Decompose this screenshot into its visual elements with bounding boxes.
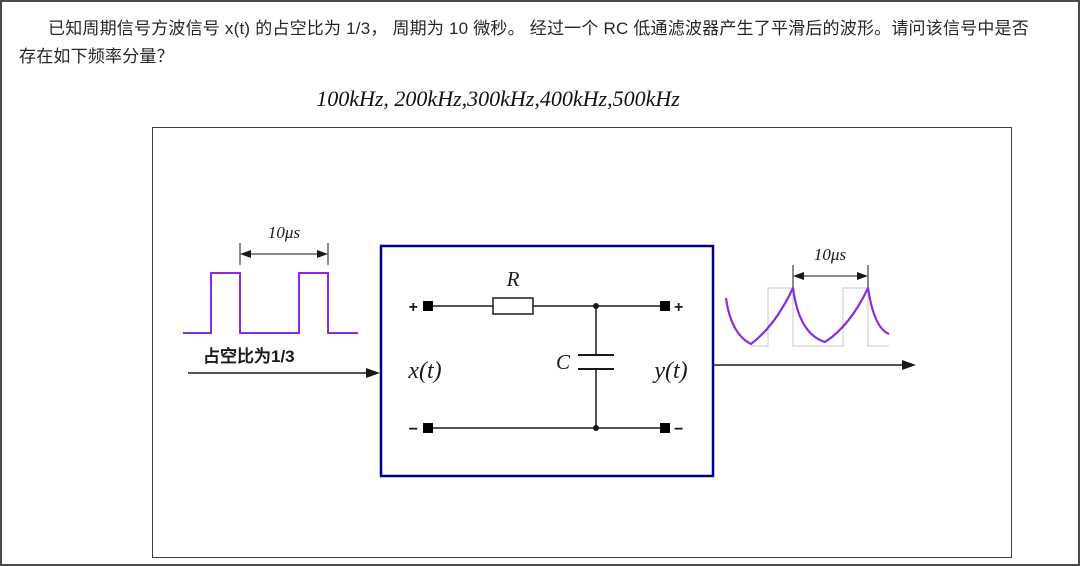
output-smoothed-wave xyxy=(724,286,890,346)
polarity-plus-right: + xyxy=(674,299,683,316)
output-arrowhead xyxy=(902,360,916,370)
polarity-minus-right: − xyxy=(674,421,683,438)
terminal-bottom-right xyxy=(660,423,670,433)
input-square-wave xyxy=(183,272,358,334)
question-line-1: 已知周期信号方波信号 x(t) 的占空比为 1/3， 周期为 10 微秒。 经过… xyxy=(48,19,1029,38)
measure-arrowhead-left xyxy=(793,272,804,280)
terminal-top-right xyxy=(660,301,670,311)
diagram-box: 10μs 占空比为1/3 R + + − − xyxy=(152,127,1012,558)
polarity-minus-left: − xyxy=(409,421,418,438)
output-period-measure xyxy=(792,265,869,287)
output-signal-label: y(t) xyxy=(652,358,687,384)
measure-arrowhead-left xyxy=(240,250,251,258)
circuit-diagram: 10μs 占空比为1/3 R + + − − xyxy=(183,223,916,478)
input-period-measure xyxy=(239,243,329,265)
resistor-body xyxy=(492,297,534,315)
input-signal-label: x(t) xyxy=(407,358,441,384)
measure-arrowhead-right xyxy=(317,250,328,258)
measure-arrowhead-right xyxy=(857,272,868,280)
junction-bottom xyxy=(593,425,599,431)
frequency-list: 100kHz, 200kHz,300kHz,400kHz,500kHz xyxy=(316,86,680,111)
output-period-label: 10μs xyxy=(814,245,847,264)
resistor-label: R xyxy=(506,267,520,291)
input-arrowhead xyxy=(366,368,380,378)
duty-cycle-label: 占空比为1/3 xyxy=(203,346,295,366)
terminal-bottom-left xyxy=(423,423,433,433)
filter-box xyxy=(379,244,715,478)
terminal-top-left xyxy=(423,301,433,311)
polarity-plus-left: + xyxy=(409,299,418,316)
question-line-2: 存在如下频率分量？ xyxy=(19,47,174,66)
input-period-label: 10μs xyxy=(268,223,301,242)
output-reference-square-wave xyxy=(751,287,889,347)
capacitor-label: C xyxy=(556,350,571,374)
